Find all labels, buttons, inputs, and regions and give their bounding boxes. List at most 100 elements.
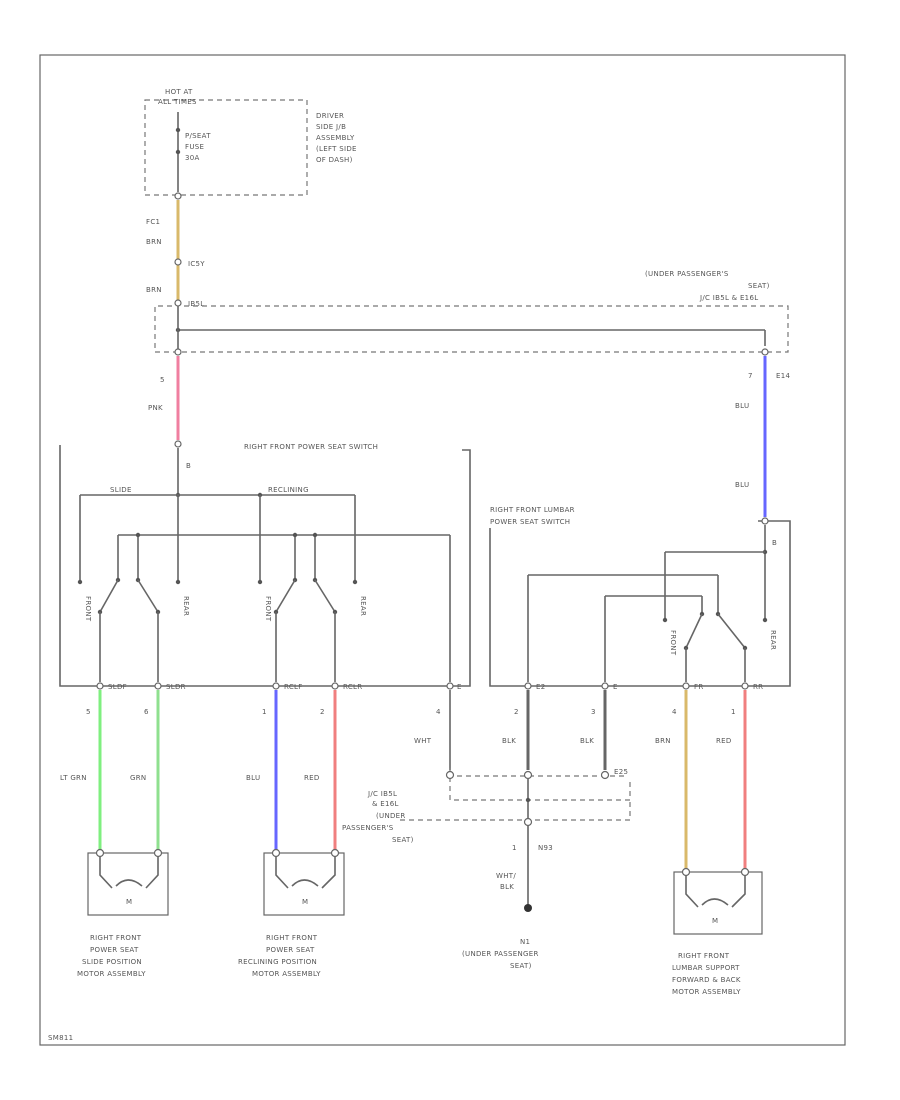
jb-label-4: (LEFT SIDE bbox=[316, 145, 357, 153]
lumbar-title-2: POWER SEAT SWITCH bbox=[490, 518, 570, 526]
jb-label-1: DRIVER bbox=[316, 112, 344, 120]
fuse-name-label2: FUSE bbox=[185, 143, 204, 151]
fuse-rating-label: 30A bbox=[185, 154, 200, 162]
jc-conn-right: E14 bbox=[776, 372, 790, 380]
jc-label-1: (UNDER PASSENGER'S bbox=[645, 270, 729, 278]
jc-label-2: SEAT) bbox=[748, 282, 770, 290]
wire-color-8: BRN bbox=[655, 737, 671, 745]
slide-motor-m: M bbox=[126, 898, 132, 906]
slide-rear-label: REAR bbox=[182, 596, 190, 616]
lumbar-pin-rr: RR bbox=[753, 683, 763, 691]
lumbar-rear-label: REAR bbox=[769, 630, 777, 650]
gnd-name: N1 bbox=[520, 938, 530, 946]
jb-label-2: SIDE J/B bbox=[316, 123, 346, 131]
jc-gnd-label-4: PASSENGER'S bbox=[342, 824, 394, 832]
jb-label-3: ASSEMBLY bbox=[316, 134, 355, 142]
m3-label-2: LUMBAR SUPPORT bbox=[672, 964, 740, 972]
lumbar-pin-e: E bbox=[613, 683, 618, 691]
gnd-pin-conn: N93 bbox=[538, 844, 553, 852]
pin-e: E bbox=[457, 683, 462, 691]
jc-ground-conn: E25 bbox=[614, 768, 628, 776]
m2-label-4: MOTOR ASSEMBLY bbox=[252, 970, 321, 978]
wire-num-2: 6 bbox=[144, 708, 149, 716]
wire-pnk-label: PNK bbox=[148, 404, 163, 412]
gnd-wire-1: WHT/ bbox=[496, 872, 516, 880]
wire-color-3: BLU bbox=[246, 774, 260, 782]
wire-color-7: BLK bbox=[580, 737, 594, 745]
m3-label-3: FORWARD & BACK bbox=[672, 976, 741, 984]
m3-label-4: MOTOR ASSEMBLY bbox=[672, 988, 741, 996]
slide-front-label: FRONT bbox=[84, 596, 92, 622]
fuse-hot-label2: ALL TIMES bbox=[158, 98, 197, 106]
diagram-code: SM811 bbox=[48, 1034, 73, 1042]
gnd-label-1: (UNDER PASSENGER bbox=[462, 950, 539, 958]
reclining-label: RECLINING bbox=[268, 486, 309, 494]
fuse-name-label: P/SEAT bbox=[185, 132, 211, 140]
wire-num-7: 3 bbox=[591, 708, 596, 716]
fuse-hot-label: HOT AT bbox=[165, 88, 193, 96]
recl-front-label: FRONT bbox=[264, 596, 272, 622]
fuse-pin-label: FC1 bbox=[146, 218, 160, 226]
wire-color-9: RED bbox=[716, 737, 732, 745]
lumbar-pin-fr: FR bbox=[694, 683, 704, 691]
fuse-wire-label: BRN bbox=[146, 238, 162, 246]
wire-num-1: 5 bbox=[86, 708, 91, 716]
seat-switch-title: RIGHT FRONT POWER SEAT SWITCH bbox=[244, 443, 378, 451]
pin-sldr: SLDR bbox=[166, 683, 186, 691]
gnd-label-2: SEAT) bbox=[510, 962, 532, 970]
wire-num-4: 2 bbox=[320, 708, 325, 716]
jb-label-5: OF DASH) bbox=[316, 156, 353, 164]
wire-num-6: 2 bbox=[514, 708, 519, 716]
lumbar-pin-e2: E2 bbox=[536, 683, 545, 691]
m1-label-3: SLIDE POSITION bbox=[82, 958, 142, 966]
lumbar-front-label: FRONT bbox=[669, 630, 677, 656]
gnd-pin: 1 bbox=[512, 844, 517, 852]
pin-sldf: SLDF bbox=[108, 683, 127, 691]
slide-motor-box bbox=[87, 852, 169, 916]
wire-blu-label-1: BLU bbox=[735, 402, 749, 410]
jc-gnd-label-3: (UNDER bbox=[376, 812, 406, 820]
m3-label-1: RIGHT FRONT bbox=[678, 952, 730, 960]
recl-motor-m: M bbox=[302, 898, 308, 906]
wire-num-9: 1 bbox=[731, 708, 736, 716]
wire-color-2: GRN bbox=[130, 774, 146, 782]
m1-label-4: MOTOR ASSEMBLY bbox=[77, 970, 146, 978]
jc-pin-left: 5 bbox=[160, 376, 165, 384]
lumbar-motor-box bbox=[673, 871, 763, 935]
m1-label-2: POWER SEAT bbox=[90, 946, 139, 954]
wire-color-1: LT GRN bbox=[60, 774, 87, 782]
m2-label-1: RIGHT FRONT bbox=[266, 934, 318, 942]
wire-num-5: 4 bbox=[436, 708, 441, 716]
conn-c2-label: IB5L bbox=[188, 300, 204, 308]
pin-rclr: RCLR bbox=[343, 683, 362, 691]
wire-color-5: WHT bbox=[414, 737, 432, 745]
jc-pin-right: 7 bbox=[748, 372, 753, 380]
ground-point bbox=[524, 904, 532, 912]
slide-label: SLIDE bbox=[110, 486, 132, 494]
switch-pin-b: B bbox=[186, 462, 191, 470]
wire-brn2-label: BRN bbox=[146, 286, 162, 294]
junction-block-box bbox=[144, 99, 308, 196]
m2-label-2: POWER SEAT bbox=[266, 946, 315, 954]
m2-label-3: RECLINING POSITION bbox=[238, 958, 317, 966]
recl-motor-box bbox=[263, 852, 345, 916]
pin-rclf: RCLF bbox=[284, 683, 303, 691]
diagram-frame bbox=[39, 54, 846, 1046]
wire-color-4: RED bbox=[304, 774, 320, 782]
jc-label-3: J/C IB5L & E16L bbox=[699, 294, 758, 302]
lumbar-motor-m: M bbox=[712, 917, 718, 925]
gnd-wire-2: BLK bbox=[500, 883, 514, 891]
jc-gnd-label-5: SEAT) bbox=[392, 836, 414, 844]
recl-rear-label: REAR bbox=[359, 596, 367, 616]
jc-gnd-label-1: J/C IB5L bbox=[367, 790, 397, 798]
lumbar-pin-b: B bbox=[772, 539, 777, 547]
wire-color-6: BLK bbox=[502, 737, 516, 745]
m1-label-1: RIGHT FRONT bbox=[90, 934, 142, 942]
jc-gnd-label-2: & E16L bbox=[372, 800, 399, 808]
wire-num-8: 4 bbox=[672, 708, 677, 716]
conn-c1-label: IC5Y bbox=[188, 260, 205, 268]
lumbar-title-1: RIGHT FRONT LUMBAR bbox=[490, 506, 575, 514]
wire-blu-label-2: BLU bbox=[735, 481, 749, 489]
wire-num-3: 1 bbox=[262, 708, 267, 716]
